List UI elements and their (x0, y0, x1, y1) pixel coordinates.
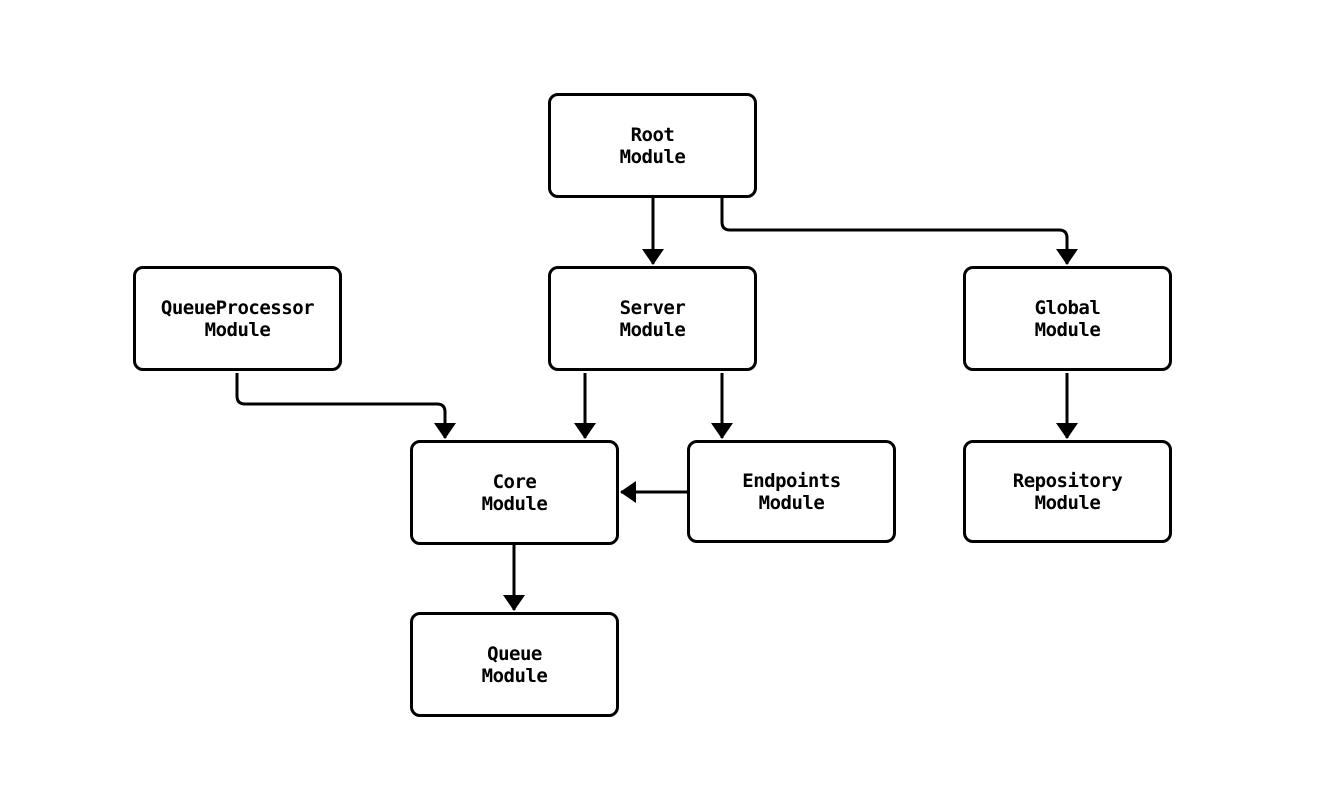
node-server-module-label: Server Module (619, 296, 686, 341)
node-global-module: Global Module (963, 266, 1172, 371)
node-global-module-label: Global Module (1034, 296, 1101, 341)
node-queueprocessor-module-label: QueueProcessor Module (160, 296, 315, 341)
node-endpoints-module-label: Endpoints Module (742, 469, 841, 514)
node-queue-module: Queue Module (410, 612, 619, 717)
edge-root-to-global (720, 198, 1078, 265)
edge-queueprocessor-to-core (235, 373, 456, 439)
node-repository-module: Repository Module (963, 440, 1172, 543)
node-endpoints-module: Endpoints Module (687, 440, 896, 543)
node-core-module: Core Module (410, 440, 619, 545)
node-core-module-label: Core Module (481, 470, 548, 515)
node-root-module: Root Module (548, 93, 757, 198)
node-server-module: Server Module (548, 266, 757, 371)
node-repository-module-label: Repository Module (1012, 469, 1123, 514)
node-root-module-label: Root Module (619, 123, 686, 168)
node-queue-module-label: Queue Module (481, 642, 548, 687)
node-queueprocessor-module: QueueProcessor Module (133, 266, 342, 371)
